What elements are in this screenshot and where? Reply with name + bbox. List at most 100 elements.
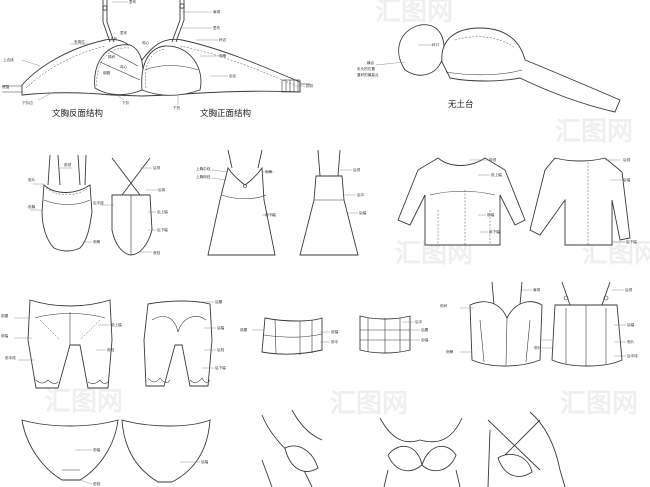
label: 后领 <box>353 167 361 172</box>
seam <box>360 329 410 341</box>
hook-eye-columns <box>285 80 299 92</box>
label: 前上幅 <box>491 172 502 177</box>
label: 前领 <box>489 157 497 162</box>
cup-shape <box>387 445 423 472</box>
label: 后幅 <box>359 210 367 215</box>
corset-front: 前杯 侧骨 肩带 前中 <box>440 281 561 367</box>
leader-line <box>21 59 41 67</box>
label-nipple-position: 乳头的位置 <box>357 66 375 71</box>
label: 后背 <box>158 187 166 192</box>
seat-seam <box>151 316 207 333</box>
label: 上胸中线 <box>196 166 211 171</box>
stitch-line <box>45 187 89 195</box>
panty-front-body <box>21 419 119 481</box>
cup-seam <box>445 69 523 76</box>
right-cup <box>141 45 202 96</box>
figure-outline <box>529 411 566 487</box>
label-strap-ring: 里布 <box>129 0 137 4</box>
bra-diagram: 里布 肩带 里布 杯边 侧骨 后比 钩扣 夹弯位 上托 里布 鸡心 棉杯 鸡心 … <box>2 0 314 119</box>
boning <box>479 319 531 363</box>
strap <box>491 281 523 306</box>
caption-bra-front: 文胸正面结构 <box>200 108 251 119</box>
slip-back-body <box>299 175 359 256</box>
boning <box>367 318 401 353</box>
caption-bra-back: 文胸反面结构 <box>52 108 103 119</box>
label: 前幅 <box>487 212 495 217</box>
watermark-text: 汇图网 <box>330 389 408 419</box>
label: 前下幅 <box>265 212 276 217</box>
leader-line <box>79 479 93 485</box>
leader-line <box>211 169 229 173</box>
label-back-wing: 后比 <box>229 73 237 78</box>
cross-straps <box>111 157 151 196</box>
waist-cincher-back: 后腰 后幅 后中 <box>359 315 429 354</box>
caption-cup: 无土台 <box>448 99 474 110</box>
label: 前下幅 <box>489 229 500 234</box>
label-center-gore: 鸡心 <box>142 40 150 45</box>
label: 前腰 <box>1 313 9 318</box>
strap <box>317 149 341 177</box>
boning <box>274 319 313 355</box>
watermark-text: 汇图网 <box>375 0 453 27</box>
strap-ring <box>603 295 609 301</box>
cup-left <box>398 24 445 76</box>
label: 后中线 <box>93 200 104 205</box>
label: 后幅 <box>421 337 429 342</box>
cup-stitch <box>454 36 516 49</box>
label: 后幅 <box>201 459 209 464</box>
long-sleeve-front: 前领 前上幅 前幅 前下幅 <box>397 157 526 246</box>
slip-front: 上胸中线 上胸侧线 侧骨 前下幅 <box>196 149 276 256</box>
label-under-band: 下托 <box>173 105 181 110</box>
label: 前胸 <box>28 204 36 209</box>
figure-outline <box>379 417 463 443</box>
label: 侧骨 <box>93 239 101 244</box>
label: 侧骨 <box>265 169 273 174</box>
label: 侧片 <box>627 339 635 344</box>
band-end <box>2 85 22 93</box>
label-shoulder-strap: 肩带 <box>213 9 221 14</box>
watermark-text: 汇图网 <box>45 387 123 417</box>
label: 后中 <box>415 319 423 324</box>
label-point: 横点 <box>367 60 375 65</box>
strap <box>47 154 61 186</box>
bra-band <box>21 38 301 97</box>
label: 后中线 <box>627 353 638 358</box>
label-center-gore: 鸡心 <box>120 64 128 69</box>
label-cup-edge: 杯边 <box>219 37 227 42</box>
figure-outline <box>261 459 273 487</box>
figure-outline <box>291 409 323 441</box>
cup-shape <box>284 445 319 472</box>
cup-seam <box>99 49 141 81</box>
corset-front-body <box>469 301 543 367</box>
label: 上胸侧线 <box>196 174 211 179</box>
leader-line <box>37 93 51 101</box>
leader-line <box>211 177 227 181</box>
top-back-body <box>529 157 631 246</box>
cup-shape <box>497 453 533 477</box>
label: 前片 <box>28 177 36 182</box>
label: 后幅 <box>217 325 225 330</box>
strap <box>77 154 87 186</box>
waist-cincher-front: 前腰 前幅 前中 <box>240 317 339 355</box>
watermark-text: 汇图网 <box>555 117 633 147</box>
label: 前腰 <box>240 327 248 332</box>
label: 后幅 <box>623 177 631 182</box>
corset-back: 后领 后幅 侧片 后中线 侧片 <box>534 281 638 367</box>
shorts-front: 前腰 前幅 前中线 前上幅 前裆 <box>1 299 122 389</box>
bodysuit-front: 前领 前片 前胸 侧骨 <box>28 154 101 252</box>
label: 侧骨 <box>446 349 454 354</box>
stitch-line <box>179 45 297 87</box>
panel-seam <box>565 308 607 364</box>
label: 后幅 <box>627 322 635 327</box>
panty-back-body <box>121 419 211 483</box>
seam <box>43 199 91 205</box>
label: 前中 <box>331 339 339 344</box>
panty-back: 后幅 <box>121 419 211 483</box>
watermark-text: 汇图网 <box>560 389 638 419</box>
label-underwire: 钢圈 <box>103 70 111 75</box>
underwire-line <box>145 48 166 89</box>
slip-back: 后领 后中 后幅 <box>299 149 367 256</box>
underwire-line <box>96 47 130 87</box>
cup-seam <box>144 65 199 71</box>
